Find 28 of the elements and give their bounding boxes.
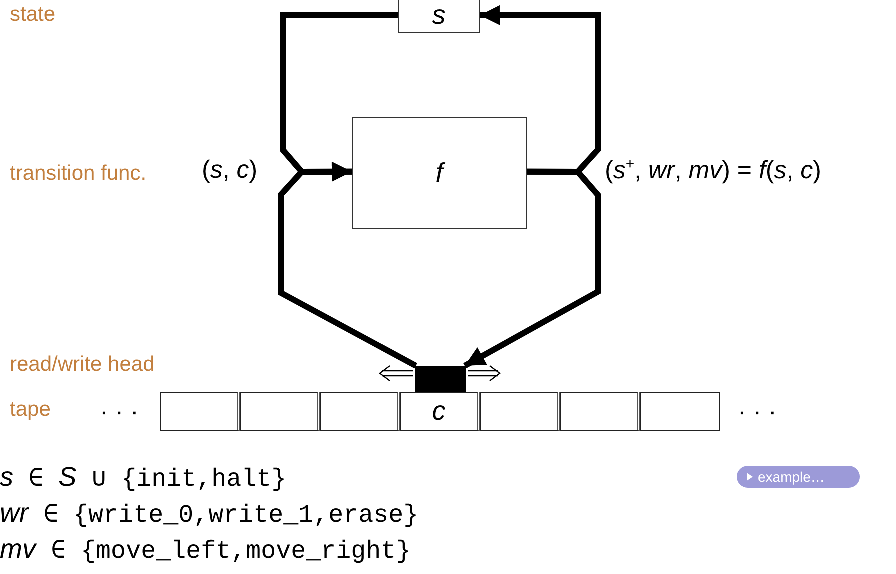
write-set-definition: wr ∈ {write_0,write_1,erase} bbox=[0, 498, 419, 531]
function-symbol: f bbox=[436, 160, 444, 186]
tape-cell bbox=[400, 392, 480, 431]
move-set-definition: mv ∈ {move_left,move_right} bbox=[0, 534, 412, 567]
example-button: example… bbox=[737, 466, 860, 488]
output-expression: (s$^{+}$, wr, mv) = f(s, c) bbox=[605, 156, 822, 186]
section-label: tape bbox=[10, 398, 51, 422]
state-box bbox=[398, 0, 480, 33]
tape-cell bbox=[560, 392, 640, 431]
symbol-text: c bbox=[432, 398, 446, 425]
state-symbol: s bbox=[432, 2, 446, 29]
section-label: state bbox=[10, 3, 56, 28]
state-set-definition: s ∈ S ∪ {init,halt} bbox=[0, 462, 287, 495]
read-write-head bbox=[415, 366, 466, 394]
tape-cell bbox=[480, 392, 560, 431]
ellipsis: · · · bbox=[100, 398, 139, 427]
tape-cell bbox=[160, 392, 240, 431]
section-label: transition func. bbox=[10, 162, 147, 186]
arrow bbox=[278, 162, 418, 369]
tape-cell bbox=[640, 392, 720, 431]
tape-cell bbox=[320, 392, 400, 431]
function-box bbox=[352, 117, 527, 229]
arrow bbox=[480, 5, 601, 175]
tape-cell bbox=[240, 392, 320, 431]
section-label: read/write head bbox=[10, 353, 155, 378]
arrow bbox=[464, 168, 601, 369]
input-expression: (s, c) bbox=[202, 156, 258, 185]
ellipsis: · · · bbox=[738, 398, 777, 427]
